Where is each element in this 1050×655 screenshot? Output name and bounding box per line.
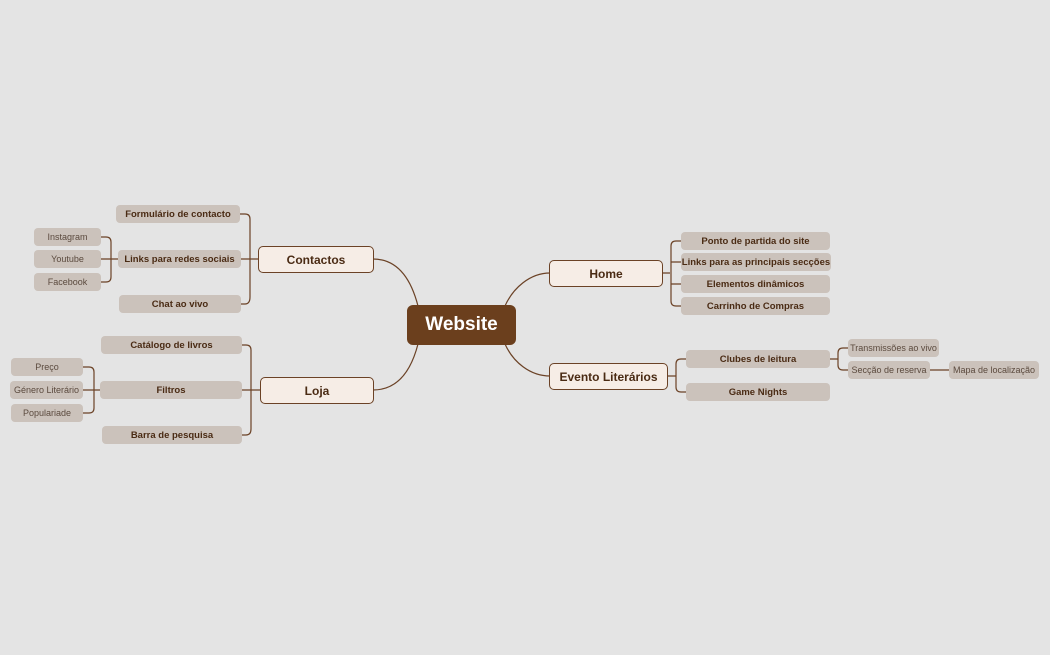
connector-root-home bbox=[504, 272, 551, 307]
leaf-popularidade[interactable]: Populariade bbox=[11, 404, 83, 422]
subtopic-ponto-partida[interactable]: Ponto de partida do site bbox=[681, 232, 830, 250]
connector-filter-items bbox=[82, 366, 100, 414]
subtopic-barra-pesquisa[interactable]: Barra de pesquisa bbox=[102, 426, 242, 444]
leaf-seccao-reserva[interactable]: Secção de reserva bbox=[848, 361, 930, 379]
subtopic-catalogo[interactable]: Catálogo de livros bbox=[101, 336, 242, 354]
topic-eventos[interactable]: Evento Literários bbox=[549, 363, 668, 390]
subtopic-filtros[interactable]: Filtros bbox=[100, 381, 242, 399]
leaf-preco[interactable]: Preço bbox=[11, 358, 83, 376]
root-node-website[interactable]: Website bbox=[407, 305, 516, 345]
connector-home-items bbox=[662, 240, 681, 307]
subtopic-chat[interactable]: Chat ao vivo bbox=[119, 295, 241, 313]
subtopic-links-redes[interactable]: Links para redes sociais bbox=[118, 250, 241, 268]
subtopic-clubes[interactable]: Clubes de leitura bbox=[686, 350, 830, 368]
subtopic-elementos[interactable]: Elementos dinâmicos bbox=[681, 275, 830, 293]
leaf-genero[interactable]: Género Literário bbox=[10, 381, 83, 399]
connector-root-contactos bbox=[372, 258, 419, 307]
connector-root-eventos bbox=[504, 343, 551, 377]
topic-loja[interactable]: Loja bbox=[260, 377, 374, 404]
leaf-youtube[interactable]: Youtube bbox=[34, 250, 101, 268]
topic-contactos[interactable]: Contactos bbox=[258, 246, 374, 273]
connector-loja-items bbox=[241, 344, 260, 436]
connector-root-loja bbox=[372, 343, 419, 391]
subtopic-carrinho[interactable]: Carrinho de Compras bbox=[681, 297, 830, 315]
connector-clubes-items bbox=[830, 347, 848, 371]
leaf-mapa-localizacao[interactable]: Mapa de localização bbox=[949, 361, 1039, 379]
leaf-facebook[interactable]: Facebook bbox=[34, 273, 101, 291]
leaf-instagram[interactable]: Instagram bbox=[34, 228, 101, 246]
connector-contactos-items bbox=[239, 213, 258, 305]
subtopic-links-seccoes[interactable]: Links para as principais secções bbox=[681, 253, 831, 271]
subtopic-formulario[interactable]: Formulário de contacto bbox=[116, 205, 240, 223]
connector-social-items bbox=[100, 236, 118, 283]
connector-eventos-items bbox=[667, 358, 686, 393]
leaf-transmissoes[interactable]: Transmissões ao vivo bbox=[848, 339, 939, 357]
subtopic-game-nights[interactable]: Game Nights bbox=[686, 383, 830, 401]
topic-home[interactable]: Home bbox=[549, 260, 663, 287]
